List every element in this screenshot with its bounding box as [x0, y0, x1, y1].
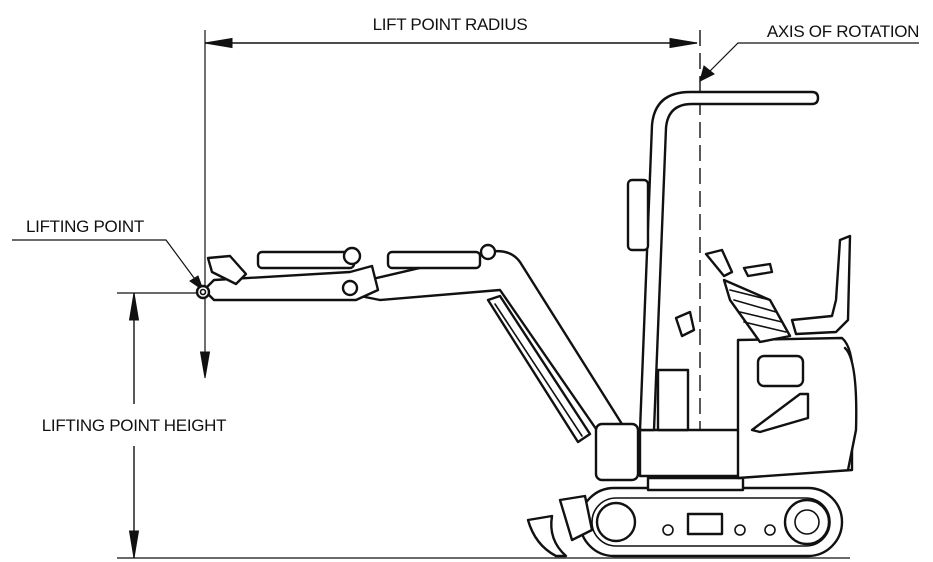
arrowhead-down-icon: [199, 351, 211, 379]
lifting-point-height-dimension: [117, 292, 850, 559]
boom-pin-icon: [479, 243, 497, 261]
arm-pivot-pin-icon: [342, 246, 362, 266]
boom-foot-pivot: [594, 422, 640, 482]
side-grille: [750, 392, 810, 434]
idler-wheel-icon: [595, 501, 637, 543]
lifting-point-pin-icon: [195, 284, 211, 300]
roller-icon: [734, 524, 746, 536]
counterweight-edge: [843, 346, 858, 472]
boom-swing-bracket: [656, 368, 690, 432]
blade-plate: [526, 514, 568, 558]
mini-excavator-drawing: [195, 90, 858, 558]
lifting-point-label: LIFTING POINT: [26, 217, 144, 236]
roller-icon: [764, 524, 776, 536]
axis-of-rotation-label: AXIS OF ROTATION: [767, 22, 919, 41]
lifting-point-leader: [12, 239, 204, 292]
swing-bearing: [646, 476, 745, 492]
dozer-blade: [526, 494, 594, 558]
arrowhead-up-icon: [128, 292, 140, 321]
bucket-linkage: [206, 254, 248, 286]
bucket-cylinder: [256, 250, 356, 270]
lift-point-radius-dimension: [199, 30, 698, 379]
joystick-left-icon: [704, 248, 734, 278]
boom-cylinder-rod: [494, 303, 583, 437]
roller-icon: [662, 524, 674, 536]
operator-seat: [704, 234, 852, 344]
rops-post: [638, 90, 820, 432]
boom-body: [358, 249, 634, 454]
lift-point-radius-label: LIFT POINT RADIUS: [373, 15, 528, 34]
upper-structure: [638, 336, 858, 480]
arrowhead-right-icon: [669, 37, 698, 49]
work-light-icon: [674, 310, 696, 338]
joystick-right-icon: [742, 262, 774, 278]
arm-cylinder: [386, 250, 482, 270]
track-frame-block: [686, 512, 724, 536]
axis-leader-arrow-icon: [699, 65, 715, 82]
seat-back: [790, 234, 852, 336]
lifting-point-leader-line: [12, 239, 201, 287]
arrowhead-bottom-icon: [128, 530, 140, 559]
boom: [358, 243, 640, 482]
sprocket-wheel-icon: [783, 498, 831, 546]
rops-frame: [626, 90, 820, 432]
lifting-point-height-label: LIFTING POINT HEIGHT: [42, 416, 226, 435]
upper-frame: [638, 428, 752, 478]
axis-leader-line: [704, 42, 919, 77]
console-bellows: [729, 289, 787, 333]
blade-arm: [558, 494, 594, 542]
arm-boom-pin-icon: [341, 279, 359, 297]
sprocket-hub-icon: [794, 509, 820, 535]
lifting-point-center: [199, 288, 207, 296]
arm: [195, 246, 380, 302]
rops-mirror: [626, 178, 650, 252]
track-assembly: [578, 476, 844, 558]
arrowhead-left-icon: [204, 37, 233, 49]
side-window: [756, 354, 805, 388]
control-console: [722, 278, 792, 344]
